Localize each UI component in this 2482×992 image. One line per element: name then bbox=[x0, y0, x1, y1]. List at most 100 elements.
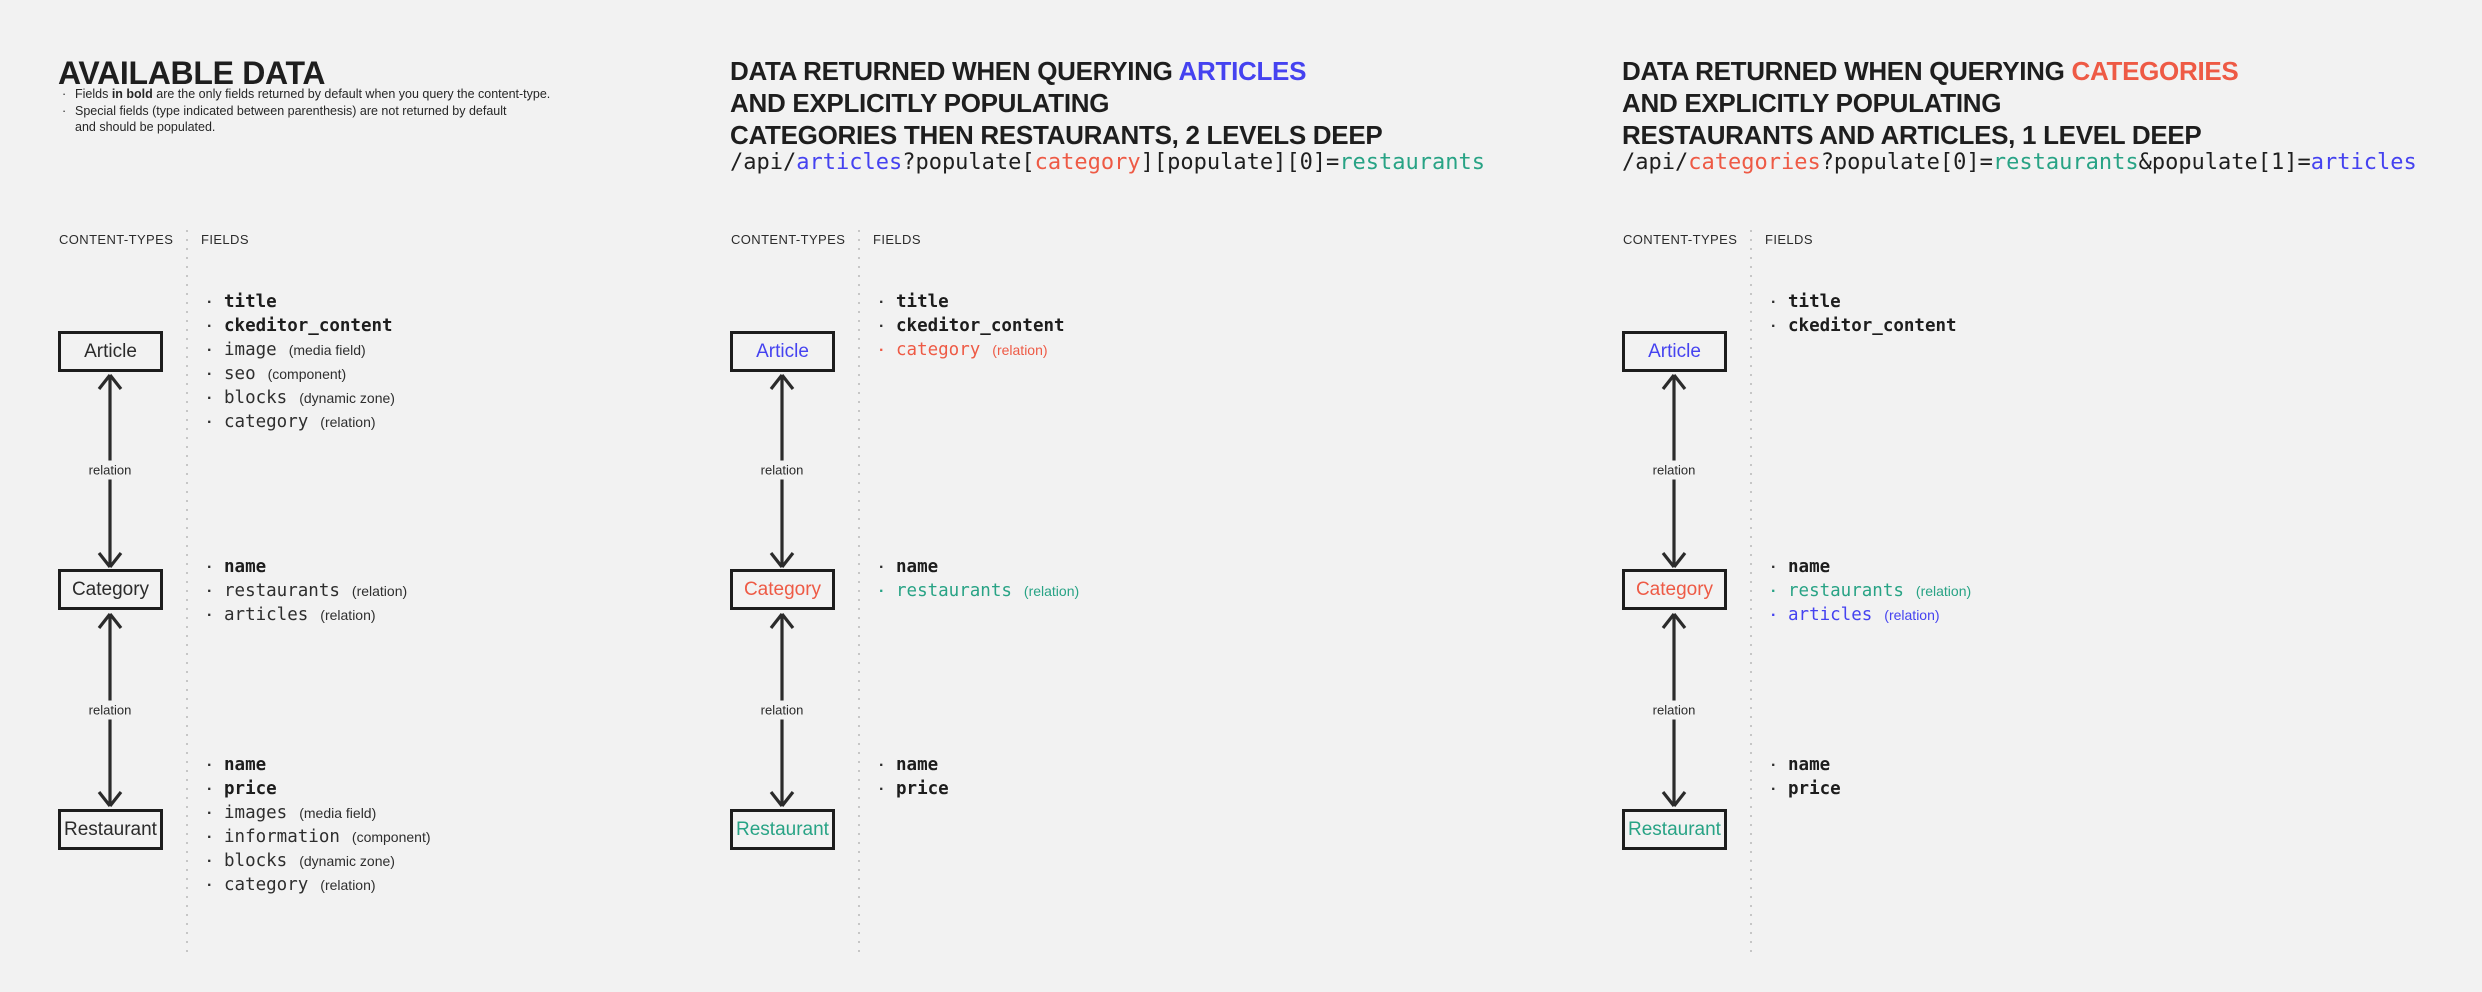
node-label: Category bbox=[1635, 578, 1714, 600]
relation-label: relation bbox=[84, 700, 136, 720]
relation-label: relation bbox=[1648, 460, 1700, 480]
field-type: (component) bbox=[351, 829, 431, 845]
bullet-icon bbox=[207, 826, 224, 850]
field-name: category bbox=[224, 412, 309, 432]
bullet-icon bbox=[879, 778, 896, 802]
field-type: (component) bbox=[267, 366, 347, 382]
field-name: ckeditor_content bbox=[224, 316, 393, 336]
field-name: name bbox=[1788, 755, 1831, 775]
field-row: articles(relation) bbox=[1771, 603, 1971, 627]
field-row: title bbox=[207, 290, 395, 314]
column-header-content-types: CONTENT-TYPES bbox=[1623, 232, 1738, 247]
field-row: name bbox=[879, 555, 1079, 579]
field-name: price bbox=[896, 779, 949, 799]
bullet-icon bbox=[1771, 754, 1788, 778]
bullet-icon bbox=[879, 315, 896, 339]
relation-label: relation bbox=[84, 460, 136, 480]
field-row: name bbox=[879, 753, 949, 777]
column-header-content-types: CONTENT-TYPES bbox=[731, 232, 846, 247]
bullet-icon bbox=[1771, 604, 1788, 628]
field-row: title bbox=[1771, 290, 1957, 314]
node-article: Article bbox=[1622, 331, 1727, 372]
bullet-icon bbox=[207, 339, 224, 363]
field-name: blocks bbox=[224, 851, 288, 871]
field-type: (relation) bbox=[351, 583, 408, 599]
node-label: Category bbox=[743, 578, 822, 600]
field-type: (relation) bbox=[320, 607, 376, 623]
field-row: image(media field) bbox=[207, 338, 395, 362]
field-row: blocks(dynamic zone) bbox=[207, 849, 431, 873]
field-name: price bbox=[1788, 779, 1841, 799]
dotted-separator bbox=[186, 230, 188, 958]
field-list-restaurant: name price bbox=[1771, 753, 1841, 801]
node-label: Restaurant bbox=[64, 818, 157, 840]
field-list-article: title ckeditor_content image(media field… bbox=[207, 290, 395, 434]
field-list-category: name restaurants(relation) articles(rela… bbox=[207, 555, 407, 627]
field-name: ckeditor_content bbox=[1788, 316, 1957, 336]
field-name: name bbox=[224, 557, 267, 577]
field-name: name bbox=[224, 755, 267, 775]
field-row: name bbox=[207, 753, 431, 777]
field-row: title bbox=[879, 290, 1065, 314]
bullet-icon bbox=[207, 411, 224, 435]
panel-title: DATA RETURNED WHEN QUERYING ARTICLES AND… bbox=[730, 55, 1383, 150]
bullet-icon bbox=[1771, 580, 1788, 604]
panel-available-data: AVAILABLE DATA Fields in bold are the on… bbox=[58, 0, 698, 992]
field-row: price bbox=[207, 777, 431, 801]
bullet-icon bbox=[879, 291, 896, 315]
field-name: articles bbox=[1788, 605, 1873, 625]
bullet-icon bbox=[879, 754, 896, 778]
api-query-code: /api/categories?populate[0]=restaurants&… bbox=[1622, 150, 2417, 175]
bullet-icon bbox=[207, 315, 224, 339]
node-category: Category bbox=[730, 569, 835, 610]
node-restaurant: Restaurant bbox=[1622, 809, 1727, 850]
bullet-icon bbox=[207, 291, 224, 315]
bullet-icon bbox=[207, 850, 224, 874]
field-name: title bbox=[224, 292, 277, 312]
field-list-article: title ckeditor_content category(relation… bbox=[879, 290, 1065, 362]
bullet-icon bbox=[62, 103, 75, 136]
field-name: image bbox=[224, 340, 277, 360]
field-name: name bbox=[896, 755, 939, 775]
bullet-icon bbox=[62, 86, 75, 103]
page-title: AVAILABLE DATA bbox=[58, 55, 326, 92]
field-name: name bbox=[896, 557, 939, 577]
field-row: restaurants (relation) bbox=[879, 579, 1079, 603]
bullet-icon bbox=[207, 874, 224, 898]
bullet-icon bbox=[1771, 315, 1788, 339]
bullet-icon bbox=[207, 556, 224, 580]
highlight-articles: ARTICLES bbox=[1178, 55, 1307, 86]
field-name: blocks bbox=[224, 388, 288, 408]
field-type: (relation) bbox=[320, 877, 376, 893]
bullet-icon bbox=[879, 556, 896, 580]
note-text: Fields in bold are the only fields retur… bbox=[75, 87, 551, 101]
node-label: Article bbox=[1648, 340, 1701, 362]
field-type: (media field) bbox=[299, 805, 377, 821]
field-type: (relation) bbox=[1915, 583, 1972, 599]
bullet-icon bbox=[1771, 291, 1788, 315]
field-name: restaurants bbox=[896, 581, 1012, 601]
field-list-category: name restaurants(relation) articles(rela… bbox=[1771, 555, 1971, 627]
field-name: information bbox=[224, 827, 340, 847]
bullet-icon bbox=[207, 387, 224, 411]
dotted-separator bbox=[1750, 230, 1752, 958]
relation-label: relation bbox=[756, 460, 808, 480]
field-row: name bbox=[1771, 753, 1841, 777]
panel-query-articles: DATA RETURNED WHEN QUERYING ARTICLES AND… bbox=[730, 0, 1590, 992]
relation-label: relation bbox=[1648, 700, 1700, 720]
node-label: Restaurant bbox=[736, 818, 829, 840]
field-row: restaurants(relation) bbox=[1771, 579, 1971, 603]
field-type: (relation) bbox=[1023, 583, 1080, 599]
field-name: seo bbox=[224, 364, 256, 384]
node-label: Article bbox=[756, 340, 809, 362]
field-list-article: title ckeditor_content bbox=[1771, 290, 1957, 338]
node-label: Article bbox=[84, 340, 137, 362]
bullet-icon bbox=[879, 580, 896, 604]
field-row: images(media field) bbox=[207, 801, 431, 825]
field-name: name bbox=[1788, 557, 1831, 577]
bullet-icon bbox=[207, 778, 224, 802]
field-name: restaurants bbox=[224, 581, 340, 601]
field-row: category(relation) bbox=[207, 873, 431, 897]
field-name: price bbox=[224, 779, 277, 799]
bullet-icon bbox=[207, 802, 224, 826]
